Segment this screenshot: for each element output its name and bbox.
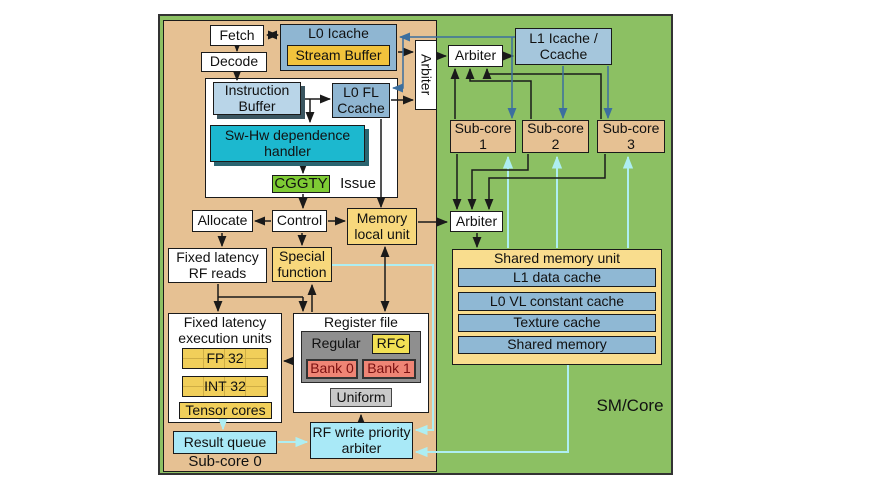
fp32-label: FP 32 — [206, 349, 244, 366]
rfc-label: RFC — [376, 335, 406, 352]
bank1-box: Bank 1 — [362, 359, 416, 379]
fetch-label: Fetch — [219, 26, 255, 43]
uniform-label: Uniform — [336, 388, 386, 405]
special-function-label: Special function — [277, 248, 327, 280]
int32-label: INT 32 — [204, 377, 246, 394]
fp32-box: FP 32 — [182, 348, 268, 369]
bank0-box: Bank 0 — [306, 359, 358, 379]
tensor-cores-box: Tensor cores — [179, 402, 272, 419]
texture-cache-label: Texture cache — [513, 314, 601, 331]
l1-icache-ccache-label: L1 Icache / Ccache — [529, 30, 598, 62]
memory-arbiter-box: Arbiter — [450, 211, 503, 232]
memory-local-unit-box: Memory local unit — [347, 208, 417, 245]
allocate-label: Allocate — [197, 212, 248, 229]
stream-buffer-box: Stream Buffer — [287, 45, 390, 66]
rf-write-priority-arbiter-label: RF write priority arbiter — [312, 424, 411, 456]
register-file-label: Register file — [324, 313, 398, 330]
l0-fl-ccache-label: L0 FL Ccache — [337, 84, 385, 116]
shared-memory-bar: Shared memory — [458, 336, 656, 354]
subcore0-label: Sub-core 0 — [188, 453, 262, 471]
instruction-buffer-box: Instruction Buffer — [213, 82, 301, 115]
result-queue-box: Result queue — [173, 431, 277, 454]
fetch-box: Fetch — [210, 25, 264, 46]
subcore2-label: Sub-core 2 — [527, 120, 584, 152]
fetch-arbiter-label: Arbiter — [418, 54, 435, 96]
shared-memory-unit-label: Shared memory unit — [493, 250, 621, 267]
fixed-latency-rf-reads-box: Fixed latency RF reads — [168, 248, 267, 283]
subcore1-label: Sub-core 1 — [454, 120, 512, 152]
texture-cache-bar: Texture cache — [458, 314, 656, 332]
subcore3-label: Sub-core 3 — [602, 120, 660, 152]
shared-memory-label: Shared memory — [507, 336, 607, 353]
subcore2-box: Sub-core 2 — [522, 120, 589, 153]
decode-box: Decode — [201, 52, 267, 72]
decode-label: Decode — [209, 53, 259, 70]
uniform-box: Uniform — [330, 388, 392, 407]
l0-vl-constant-cache-label: L0 VL constant cache — [489, 292, 625, 309]
top-arbiter-box: Arbiter — [448, 45, 503, 67]
memory-local-unit-label: Memory local unit — [354, 210, 410, 242]
control-box: Control — [272, 210, 327, 232]
allocate-box: Allocate — [192, 210, 253, 232]
bank1-label: Bank 1 — [367, 360, 411, 377]
issue-label: Issue — [340, 174, 376, 192]
fixed-latency-execution-units-label: Fixed latency execution units — [178, 314, 272, 346]
l0-vl-constant-cache-bar: L0 VL constant cache — [458, 292, 656, 311]
subcore3-box: Sub-core 3 — [597, 120, 665, 153]
cggty-label: CGGTY — [274, 174, 328, 192]
l1-icache-ccache-box: L1 Icache / Ccache — [515, 28, 612, 65]
control-label: Control — [276, 212, 323, 229]
l0-fl-ccache-box: L0 FL Ccache — [332, 83, 390, 118]
rfc-box: RFC — [372, 334, 410, 354]
cggty-box: CGGTY — [272, 175, 330, 193]
fixed-latency-rf-reads-label: Fixed latency RF reads — [176, 249, 259, 281]
int32-box: INT 32 — [182, 376, 268, 397]
sw-hw-dependence-handler-box: Sw-Hw dependence handler — [210, 125, 365, 162]
fetch-arbiter-box: Arbiter — [415, 40, 437, 110]
bank0-label: Bank 0 — [310, 360, 354, 377]
l0-icache-label: L0 Icache — [308, 25, 369, 41]
rf-write-priority-arbiter-box: RF write priority arbiter — [310, 422, 413, 459]
sw-hw-dependence-handler-label: Sw-Hw dependence handler — [224, 127, 351, 159]
special-function-box: Special function — [272, 247, 332, 282]
result-queue-label: Result queue — [183, 433, 267, 450]
instruction-buffer-label: Instruction Buffer — [224, 82, 290, 114]
stream-buffer-label: Stream Buffer — [295, 46, 382, 63]
memory-arbiter-label: Arbiter — [455, 212, 498, 229]
l1-data-cache-bar: L1 data cache — [458, 268, 656, 287]
regular-label: Regular — [311, 335, 361, 352]
sm-core-label: SM/Core — [596, 395, 664, 415]
l1-data-cache-label: L1 data cache — [513, 268, 601, 285]
subcore1-box: Sub-core 1 — [450, 120, 516, 153]
tensor-cores-label: Tensor cores — [185, 401, 266, 418]
top-arbiter-label: Arbiter — [454, 47, 497, 64]
